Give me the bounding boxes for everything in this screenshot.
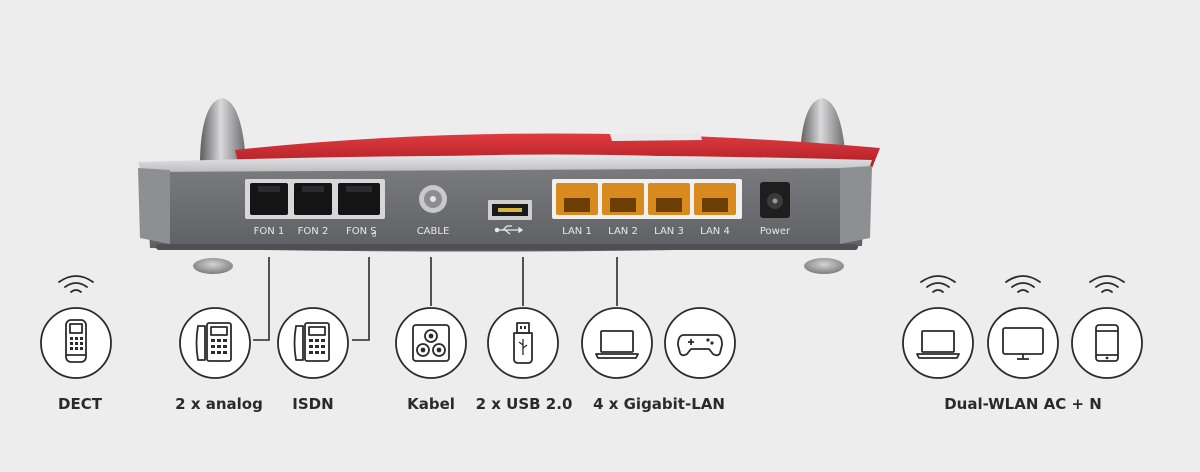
label-cable: CABLE — [417, 226, 450, 237]
label-fon2: FON 2 — [298, 226, 329, 237]
wlan-monitor-circle — [987, 307, 1059, 379]
router-side-right — [840, 166, 872, 244]
usb-port — [488, 200, 532, 220]
label-wlan: Dual-WLAN AC + N — [944, 395, 1102, 413]
router: FON 1 FON 2 FON S 0 CABLE LAN 1 LAN 2 LA… — [138, 98, 880, 274]
monitor-icon — [1002, 327, 1044, 360]
label-fons0: FON S — [346, 226, 377, 237]
label-lan2: LAN 2 — [608, 226, 638, 237]
usb-symbol-icon — [494, 225, 524, 235]
lan-gamepad-circle — [664, 307, 736, 379]
top-light-strip — [610, 133, 702, 141]
label-lan: 4 x Gigabit-LAN — [593, 395, 725, 413]
line-fons0 — [352, 257, 370, 341]
label-fons0-sub: 0 — [372, 231, 376, 239]
label-analog: 2 x analog — [175, 395, 263, 413]
antenna-left — [200, 98, 246, 165]
kabel-circle — [395, 307, 467, 379]
label-usb: 2 x USB 2.0 — [476, 395, 573, 413]
lan-laptop-circle — [581, 307, 653, 379]
cable-connector — [419, 185, 447, 213]
fon-port-2 — [294, 183, 332, 215]
desk-phone-icon — [195, 322, 232, 362]
router-side-left — [138, 168, 170, 244]
panel-bottom-edge — [156, 244, 858, 250]
router-foot-right — [804, 258, 844, 274]
power-jack — [760, 182, 790, 218]
cable-socket-icon — [412, 324, 450, 362]
connector-lines — [253, 257, 618, 341]
fon-port-1 — [250, 183, 288, 215]
lan-port-2 — [602, 183, 644, 215]
dect-phone-icon — [65, 319, 87, 363]
wifi-icon — [1089, 275, 1125, 293]
lan-port-3 — [648, 183, 690, 215]
label-lan1: LAN 1 — [562, 226, 592, 237]
label-power: Power — [760, 226, 791, 237]
laptop-icon — [595, 330, 639, 359]
isdn-circle — [277, 307, 349, 379]
label-isdn: ISDN — [292, 395, 333, 413]
label-dect: DECT — [58, 395, 103, 413]
usb-stick-icon — [513, 322, 533, 364]
desk-phone-icon — [293, 322, 330, 362]
line-fon1 — [253, 257, 270, 341]
router-top-shell — [235, 133, 880, 170]
wlan-tablet-circle — [1071, 307, 1143, 379]
lan-port-4 — [694, 183, 736, 215]
wifi-icon — [1005, 275, 1041, 293]
wifi-icon — [920, 275, 956, 293]
wifi-icon — [58, 275, 94, 293]
laptop-icon — [916, 330, 960, 359]
analog-circle — [179, 307, 251, 379]
label-kabel: Kabel — [407, 395, 455, 413]
fon-port-s0 — [338, 183, 380, 215]
label-lan4: LAN 4 — [700, 226, 730, 237]
label-fon1: FON 1 — [254, 226, 285, 237]
label-lan3: LAN 3 — [654, 226, 684, 237]
gamepad-icon — [677, 334, 723, 357]
router-foot-left — [193, 258, 233, 274]
tablet-icon — [1095, 324, 1119, 362]
lan-port-1 — [556, 183, 598, 215]
wlan-laptop-circle — [902, 307, 974, 379]
